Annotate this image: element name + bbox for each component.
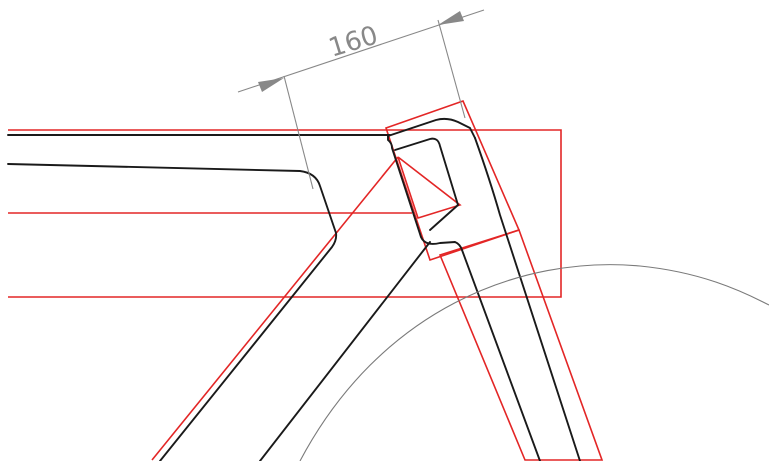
dimension-annotation: 160: [237, 9, 485, 190]
head-lug-outline: [387, 135, 463, 251]
down-tube-edge: [259, 241, 431, 461]
dimension-extension-line-right: [437, 19, 466, 119]
top-tube-upper-overlay-line: [8, 129, 562, 298]
down-tube-overlay-line: [151, 156, 399, 461]
head-lug-inner: [394, 137, 459, 231]
head-lug-top: [387, 117, 476, 139]
dimension-extension-line-left: [283, 75, 314, 190]
dimension-arrowhead-left: [258, 78, 284, 92]
wheel-arc: [299, 264, 769, 461]
gusset-overlay-lines: [397, 156, 462, 219]
black-frame-layer: [7, 117, 581, 461]
seat-stay-overlay-box: [438, 229, 604, 461]
top-tube-lower-edge: [7, 163, 338, 461]
dimension-arrowhead-right: [438, 11, 464, 25]
head-tube-rear-edge: [461, 249, 541, 461]
head-tube-front-edge: [474, 137, 581, 461]
dimension-value-label: 160: [325, 20, 381, 63]
red-overlay-layer: [8, 99, 604, 461]
